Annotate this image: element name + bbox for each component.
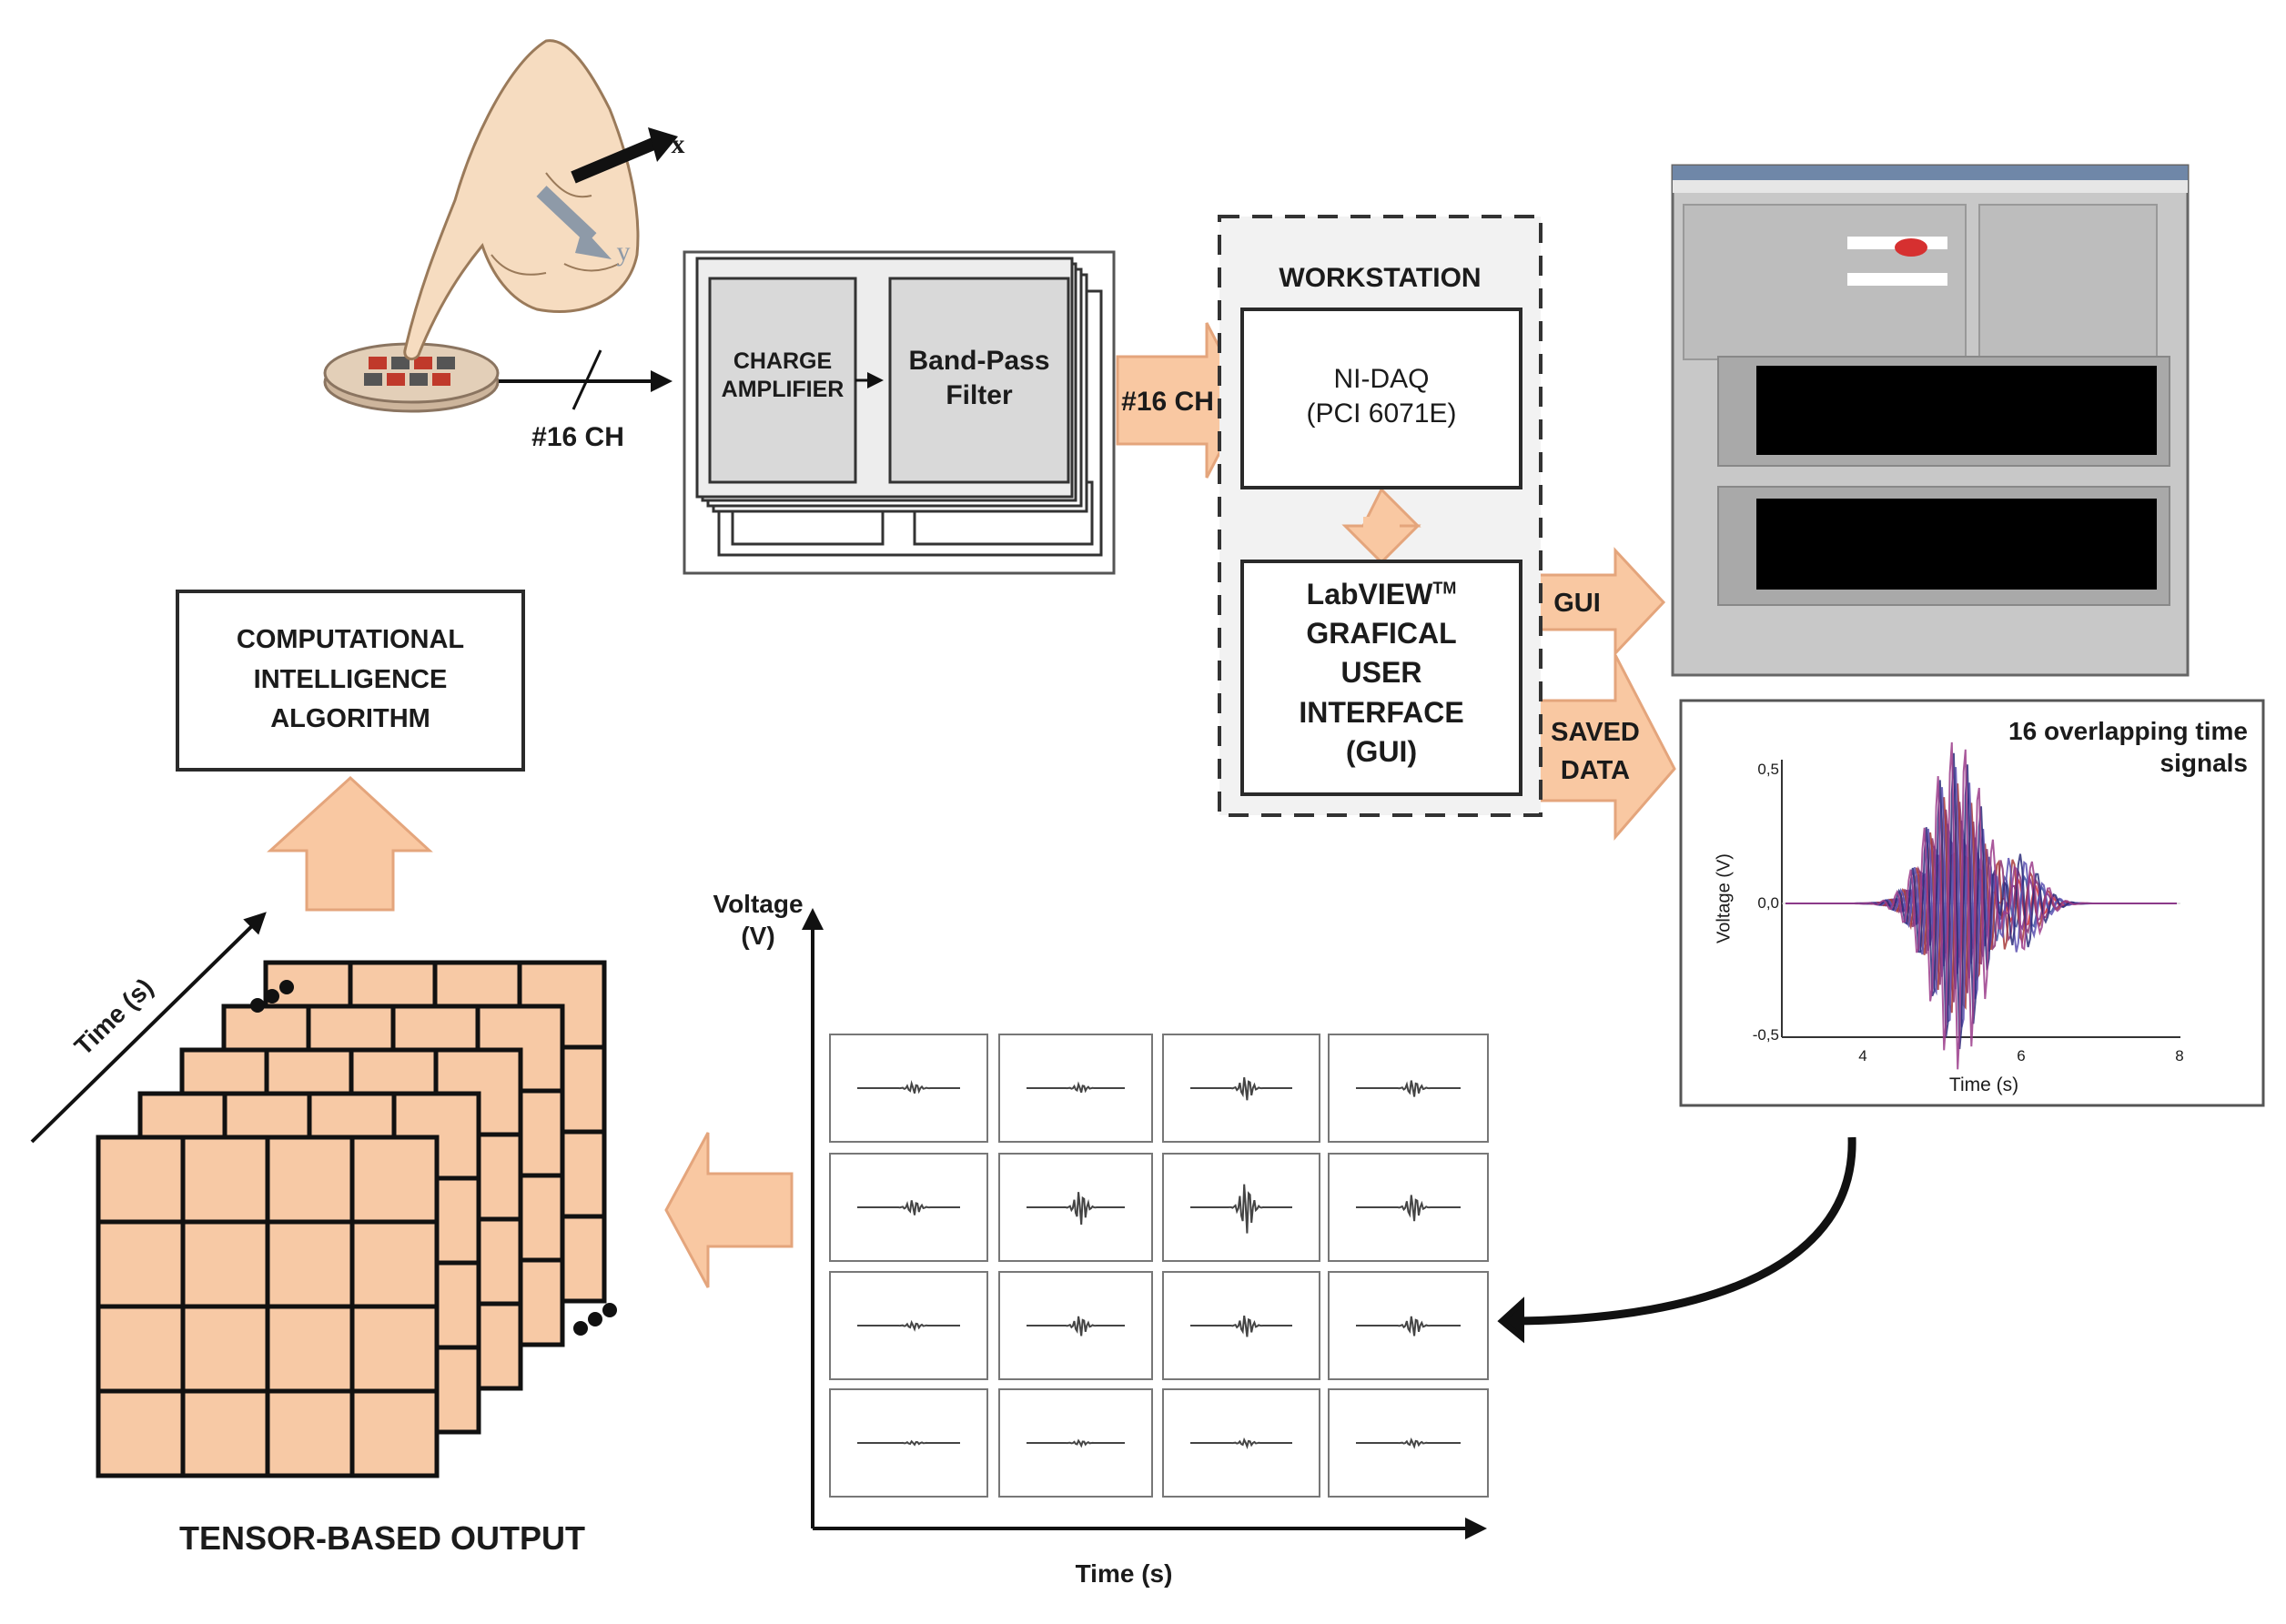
overlap-title-line1: 16 overlapping time	[2008, 717, 2248, 745]
labview-tm: TM	[1432, 579, 1457, 598]
overlap-xtick-3: 8	[2175, 1047, 2184, 1064]
algorithm-label: COMPUTATIONAL INTELLIGENCE ALGORITHM	[176, 620, 525, 740]
band-pass-block	[888, 277, 1070, 484]
conditioning-panel	[683, 250, 1116, 575]
tensor-continuation-dots-bottom	[573, 1303, 617, 1336]
band-pass-line2: Filter	[946, 379, 1013, 410]
algorithm-line1: COMPUTATIONAL	[236, 625, 465, 654]
tensor-time-axis	[30, 912, 267, 1144]
axis-arrows	[536, 127, 678, 259]
labview-line1: LabVIEW	[1306, 578, 1433, 610]
saved-data-label: SAVED DATA	[1536, 713, 1654, 790]
algorithm-input-arrow	[267, 775, 433, 912]
overlap-title-line2: signals	[2160, 749, 2248, 777]
labview-line2: GRAFICAL	[1306, 617, 1457, 651]
signal-trace	[1190, 1437, 1292, 1449]
labview-box	[1240, 560, 1522, 796]
grid-ylabel-line2: (V)	[741, 922, 775, 950]
overlap-xtick-2: 6	[2017, 1047, 2026, 1064]
band-pass-label: Band-Pass Filter	[890, 344, 1068, 412]
daq-line1: NI-DAQ	[1333, 364, 1430, 394]
signal-trace	[1027, 1081, 1125, 1094]
signal-cell	[998, 1034, 1153, 1143]
overlap-chart-title: 16 overlapping time signals	[1920, 715, 2248, 779]
overlap-ytick-2: 0,0	[1757, 894, 1779, 912]
labview-screenshot	[1671, 164, 2190, 677]
overlap-xtick-1: 4	[1858, 1047, 1867, 1064]
signal-trace	[1356, 1080, 1461, 1097]
sensor-electrode-array	[364, 357, 455, 386]
signal-trace	[1356, 1316, 1461, 1337]
band-pass-line1: Band-Pass	[908, 346, 1050, 376]
daq-label: NI-DAQ (PCI 6071E)	[1240, 362, 1522, 430]
grid-ylabel: Voltage (V)	[699, 888, 817, 952]
signal-cell	[1162, 1153, 1320, 1262]
signal-trace	[1190, 1077, 1292, 1101]
algorithm-line3: ALGORITHM	[270, 704, 430, 733]
tensor-continuation-dots-top	[250, 980, 294, 1013]
labview-line5: (GUI)	[1345, 734, 1418, 768]
signal-trace	[1027, 1438, 1125, 1448]
daq-line2: (PCI 6071E)	[1306, 398, 1457, 429]
labview-line3: USER	[1340, 656, 1422, 690]
algorithm-line2: INTELLIGENCE	[253, 664, 448, 694]
overlap-ytick-3: -0,5	[1752, 1026, 1779, 1044]
link-label: #16 CH	[1121, 387, 1214, 417]
overlap-ylabel: Voltage (V)	[1714, 853, 1735, 943]
saved-line2: DATA	[1560, 756, 1631, 786]
axis-x-label: x	[671, 129, 685, 159]
signal-trace	[857, 1439, 960, 1447]
workstation-title: WORKSTATION	[1279, 263, 1482, 293]
grid-xlabel: Time (s)	[1075, 1559, 1173, 1588]
charge-amplifier-label: CHARGE AMPLIFIER	[710, 348, 855, 405]
signal-trace	[857, 1319, 960, 1332]
signal-trace	[1190, 1315, 1292, 1337]
signal-trace	[1356, 1437, 1461, 1449]
signal-trace	[1190, 1184, 1292, 1234]
signal-trace	[1356, 1195, 1461, 1222]
bus-slash	[572, 349, 602, 410]
algorithm-box	[176, 590, 525, 772]
axis-y-label: y	[616, 237, 631, 267]
overlap-ytick-1: 0,5	[1757, 761, 1779, 778]
gui-arrow	[1527, 547, 1666, 657]
labview-label: LabVIEWTM GRAFICAL USER INTERFACE (GUI)	[1240, 575, 1522, 772]
gui-label: GUI	[1553, 589, 1601, 618]
labview-line4: INTERFACE	[1299, 695, 1464, 729]
tensor-caption: TENSOR-BASED OUTPUT	[178, 1519, 585, 1557]
overlap-xlabel: Time (s)	[1948, 1074, 2019, 1095]
signal-grid	[829, 1034, 1489, 1498]
curved-arrow	[1514, 1136, 1856, 1326]
daq-box	[1240, 308, 1522, 489]
signal-trace	[1027, 1316, 1125, 1337]
signal-trace	[1027, 1192, 1125, 1226]
saved-data-arrow	[1527, 654, 1676, 842]
overlap-chart-plot	[1781, 741, 2180, 1070]
tensor-input-arrow	[664, 1132, 794, 1288]
charge-amplifier-line2: AMPLIFIER	[721, 377, 845, 403]
signal-trace	[857, 1200, 960, 1215]
signal-trace	[857, 1079, 960, 1094]
saved-line1: SAVED	[1551, 718, 1640, 747]
overlap-signal-trace	[1785, 741, 2177, 1070]
sensor-disk	[323, 342, 500, 413]
charge-amplifier-line1: CHARGE	[733, 348, 833, 374]
hand-illustration	[403, 39, 640, 361]
tensor-stack	[96, 960, 607, 1478]
sensor-channels-label: #16 CH	[531, 422, 624, 452]
grid-ylabel-line1: Voltage	[713, 890, 804, 918]
